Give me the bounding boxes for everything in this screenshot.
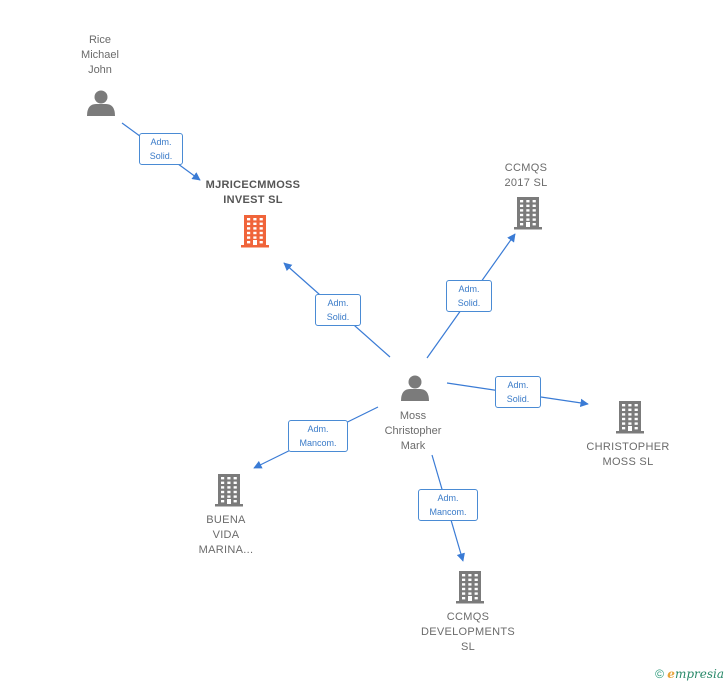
christopher-building-icon[interactable] bbox=[616, 401, 644, 434]
node-label-buena[interactable]: BUENA VIDA MARINA... bbox=[198, 514, 254, 556]
moss-person-icon[interactable] bbox=[401, 375, 429, 402]
ccmqs2017-building-icon[interactable] bbox=[514, 197, 542, 230]
edge-label-moss-mjrice: Adm. Solid. bbox=[315, 294, 361, 326]
edge-label-moss-christopher: Adm. Solid. bbox=[495, 376, 541, 408]
edge-label-moss-ccmqsdev: Adm. Mancom. bbox=[418, 489, 478, 521]
node-label-ccmqs2017[interactable]: CCMQS 2017 SL bbox=[504, 162, 548, 189]
node-label-ccmqsdev[interactable]: CCMQS DEVELOPMENTS SL bbox=[420, 611, 516, 653]
node-label-christopher[interactable]: CHRISTOPHER MOSS SL bbox=[586, 441, 670, 468]
ccmqsdev-building-icon[interactable] bbox=[456, 571, 484, 604]
copyright-icon: © bbox=[655, 667, 664, 681]
mjrice-building-icon[interactable] bbox=[241, 215, 269, 248]
buena-building-icon[interactable] bbox=[215, 474, 243, 507]
node-label-rice[interactable]: Rice Michael John bbox=[81, 34, 119, 76]
edge-label-rice-mjrice: Adm. Solid. bbox=[139, 133, 183, 165]
footer-brand: © empresia bbox=[655, 667, 724, 681]
brand-logo: empresia bbox=[667, 667, 724, 681]
rice-person-icon[interactable] bbox=[87, 90, 115, 117]
node-label-moss[interactable]: Moss Christopher Mark bbox=[384, 410, 442, 452]
edge-label-moss-buena: Adm. Mancom. bbox=[288, 420, 348, 452]
edge-label-moss-ccmqs2017: Adm. Solid. bbox=[446, 280, 492, 312]
node-label-mjrice[interactable]: MJRICECMMOSS INVEST SL bbox=[205, 179, 301, 206]
